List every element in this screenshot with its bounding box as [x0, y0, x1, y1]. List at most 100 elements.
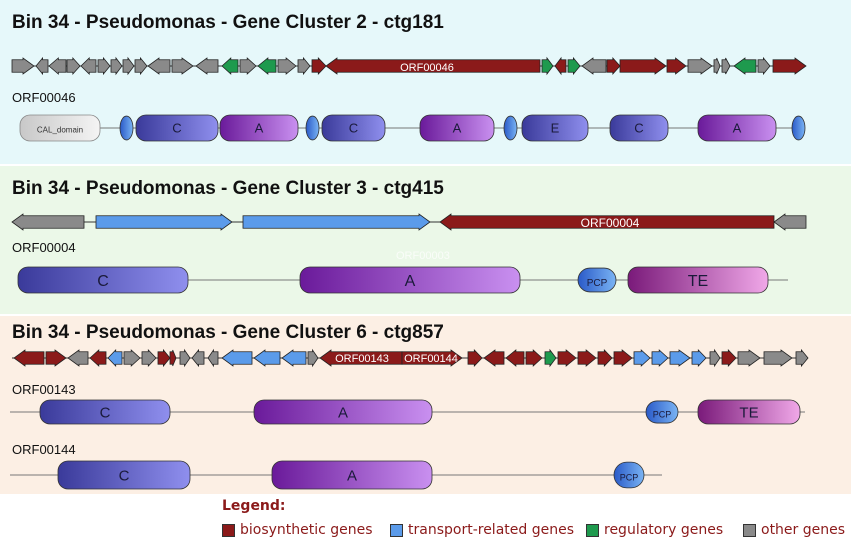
cluster-2-gene-arrow-17: [297, 56, 311, 76]
cluster-6-gene-arrow-7: [141, 349, 157, 367]
orf00143-domain-1-c: [39, 399, 171, 425]
legend-item-regulatory: regulatory genes: [586, 522, 723, 538]
cluster-6-gene-arrow-31: [691, 349, 707, 367]
orf00004-domain-label-1: C: [97, 273, 109, 290]
cluster-2-gene-arrow-3: [48, 57, 67, 75]
cluster-2-gene-arrow-24: [606, 56, 621, 76]
orf00143-domain-label-1: C: [100, 404, 111, 421]
cluster-6-gene-arrow-25: [577, 349, 597, 367]
cluster-6-orf-label-2: ORF00144: [12, 442, 76, 457]
cluster-2-gene-arrow-28: [713, 57, 721, 75]
cluster-2-gene-arrow-16: [277, 57, 297, 75]
cluster-6-gene-arrow-21: [505, 349, 525, 367]
cluster-6-title: Bin 34 - Pseudomonas - Gene Cluster 6 - …: [12, 322, 444, 343]
cluster-6-gene-arrow-33: [721, 349, 737, 367]
orf00046-domain-1-cal: [19, 114, 101, 142]
cluster-6-gene-arrow-6: [123, 349, 141, 367]
cluster-6-gene-label-1: ORF00143: [335, 353, 389, 365]
cluster-6-gene-arrow-10: [179, 348, 191, 368]
orf00046-domain-label-10: C: [634, 121, 643, 136]
cluster-6-gene-arrow-34: [737, 349, 761, 367]
orf00004-domain-4-te: [627, 266, 769, 294]
cluster-2-gene-arrow-20: [541, 56, 554, 76]
cluster-3-gene-label: ORF00004: [581, 216, 640, 230]
cluster-6-gene-arrow-28: [633, 349, 651, 367]
orf00046-domain-label-7: A: [453, 121, 462, 136]
orf00144-domain-2-a: [271, 460, 433, 490]
cluster-2-gene-arrow-7: [110, 56, 123, 76]
cluster-6-gene-arrow-18: [401, 349, 463, 367]
orf00046-domain-10-c: [609, 114, 669, 142]
orf00144-domain-label-3: PCP: [620, 472, 639, 482]
cluster-6-gene-arrow-20: [483, 349, 505, 367]
legend-item-biosynthetic: biosynthetic genes: [222, 522, 373, 538]
cluster-3-gene-arrow-3: [242, 213, 431, 231]
legend-swatch-other: [743, 523, 756, 537]
cluster-2-gene-arrow-18: [311, 57, 327, 75]
cluster-3-panel: Bin 34 - Pseudomonas - Gene Cluster 3 - …: [0, 166, 851, 314]
cluster-2-gene-arrow-27: [687, 57, 713, 75]
cluster-3-orf-label: ORF00004: [12, 240, 76, 255]
legend-item-other: other genes: [743, 522, 845, 538]
cluster-2-orf-label: ORF00046: [12, 90, 76, 105]
cluster-2-gene-arrow-4: [66, 56, 81, 76]
orf00046-domain-6-c: [321, 114, 386, 142]
cluster-3-gene-arrow-5: [773, 213, 807, 231]
cluster-6-gene-arrow-23: [544, 348, 557, 368]
cluster-6-gene-arrow-11: [191, 348, 205, 368]
orf00004-domain-label-4: TE: [688, 273, 708, 290]
cluster-3-ghost-label: ORF00003: [396, 250, 450, 262]
cluster-6-gene-arrow-9: [169, 349, 177, 367]
cluster-2-panel: Bin 34 - Pseudomonas - Gene Cluster 2 - …: [0, 0, 851, 164]
orf00144-domain-label-1: C: [119, 467, 130, 484]
cluster-6-gene-arrow-36: [795, 348, 809, 368]
legend: Legend: biosynthetic genes transport-rel…: [222, 498, 845, 542]
orf00143-domain-label-2: A: [338, 404, 348, 421]
orf00143-domain-label-3: PCP: [653, 409, 672, 419]
cluster-6-gene-arrow-1: [13, 349, 45, 367]
cluster-2-gene-arrow-31: [757, 56, 771, 76]
orf00143-domain-2-a: [253, 399, 433, 425]
cluster-2-gene-arrow-26: [666, 57, 687, 75]
cluster-2-gene-arrow-23: [581, 57, 607, 75]
cluster-6-gene-arrow-35: [763, 349, 793, 367]
orf00046-domain-label-4: A: [255, 121, 264, 136]
orf00046-domain-label-3: C: [172, 121, 181, 136]
orf00004-domain-1-c: [17, 266, 189, 294]
orf00143-domain-4-te: [697, 399, 801, 425]
cluster-2-gene-arrow-32: [772, 57, 807, 75]
cluster-6-gene-arrow-24: [557, 349, 577, 367]
cluster-6-gene-arrow-16: [307, 348, 319, 368]
orf00046-domain-label-9: E: [551, 121, 560, 136]
cluster-6-domain-track-1: C A PCP TE: [10, 399, 805, 425]
cluster-6-gene-track: ORF00143 ORF00144: [12, 348, 809, 368]
legend-label-transport: transport-related genes: [408, 522, 574, 538]
orf00046-domain-9-c: [521, 114, 589, 142]
cluster-3-gene-arrow-4: [439, 213, 775, 231]
cluster-2-gene-arrow-25: [619, 57, 667, 75]
orf00046-domain-label-1: CAL_domain: [37, 126, 83, 135]
cluster-6-gene-label-2: ORF00144: [404, 353, 458, 365]
orf00144-domain-3-pcp: [613, 461, 645, 489]
orf00143-domain-3-pcp: [645, 400, 679, 424]
legend-label-biosynthetic: biosynthetic genes: [240, 522, 373, 538]
orf00144-domain-1-c: [57, 460, 191, 490]
orf00004-domain-3-pcp: [577, 267, 617, 293]
legend-title: Legend:: [222, 498, 286, 514]
cluster-2-gene-arrow-21: [554, 56, 567, 76]
legend-swatch-regulatory: [586, 523, 599, 537]
cluster-6-orf-label-1: ORF00143: [12, 382, 76, 397]
legend-swatch-biosynthetic: [222, 523, 235, 537]
cluster-6-gene-arrow-22: [525, 349, 543, 367]
cluster-2-gene-arrow-6: [97, 56, 111, 76]
cluster-6-gene-arrow-27: [613, 349, 633, 367]
cluster-3-gene-arrow-2: [95, 213, 233, 231]
orf00143-domain-label-4: TE: [739, 404, 758, 421]
cluster-2-gene-arrow-29: [721, 57, 731, 75]
orf00046-domain-2-pcp: [119, 115, 134, 141]
cluster-2-gene-arrow-11: [171, 57, 194, 75]
cluster-2-gene-arrow-1: [11, 57, 35, 75]
cluster-2-gene-arrow-13: [221, 57, 239, 75]
